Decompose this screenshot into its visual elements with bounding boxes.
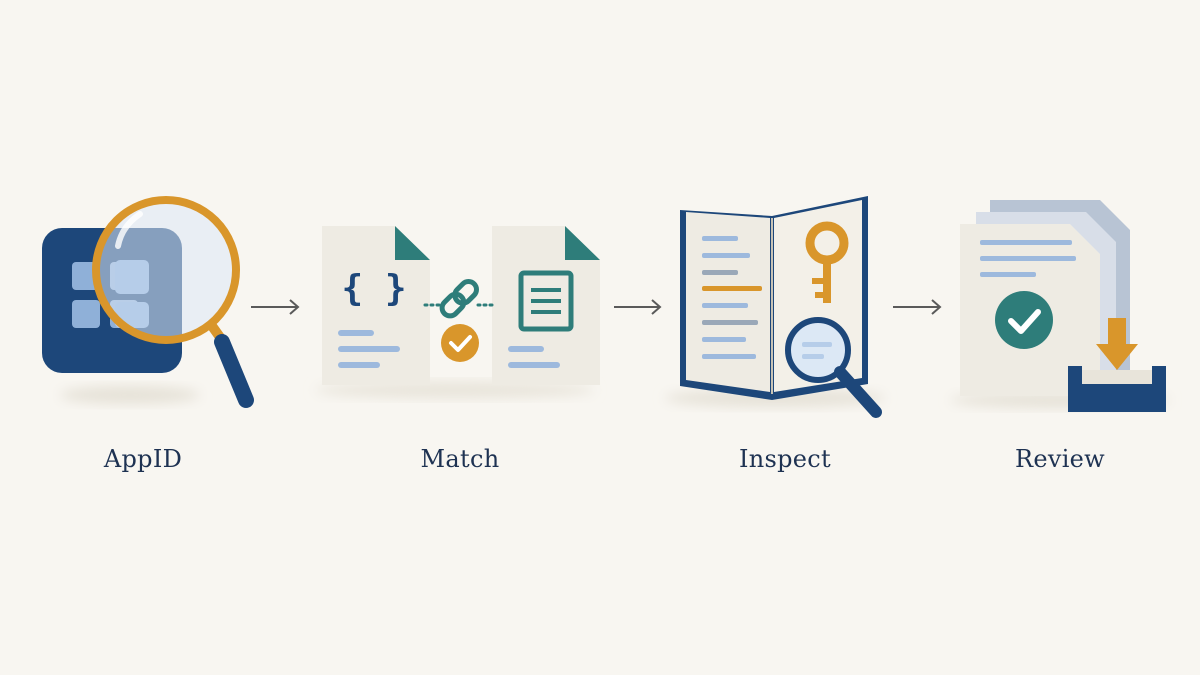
book-key-icon [665, 196, 885, 418]
arrow-right-icon [614, 299, 662, 315]
app-magnifier-icon [42, 196, 254, 408]
svg-text:{ }: { } [341, 268, 406, 309]
stage-label-inspect: Inspect [738, 445, 831, 473]
linked-documents-icon: { } [315, 226, 600, 398]
arrow-right-icon [251, 299, 300, 315]
arrow-right-icon [893, 299, 942, 315]
stage-label-appid: AppID [103, 445, 183, 473]
stage-label-match: Match [420, 445, 500, 473]
approved-documents-inbox-icon [950, 200, 1170, 412]
stage-label-review: Review [1014, 445, 1106, 473]
